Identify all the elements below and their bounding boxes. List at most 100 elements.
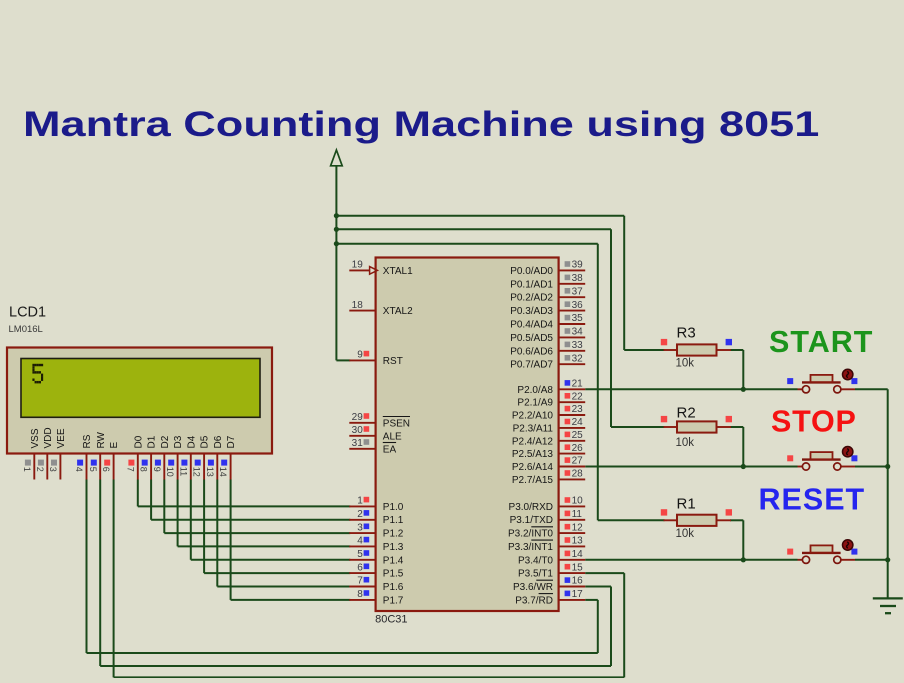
svg-text:P3.0/RXD: P3.0/RXD bbox=[509, 502, 553, 513]
svg-text:P0.3/AD3: P0.3/AD3 bbox=[510, 306, 553, 317]
svg-text:P0.0/AD0: P0.0/AD0 bbox=[510, 266, 553, 277]
svg-text:80C31: 80C31 bbox=[375, 614, 407, 626]
svg-text:VDD: VDD bbox=[43, 427, 54, 448]
svg-text:P0.7/AD7: P0.7/AD7 bbox=[510, 360, 553, 371]
svg-text:2: 2 bbox=[35, 467, 45, 472]
svg-text:10k: 10k bbox=[676, 437, 695, 449]
svg-text:ALE: ALE bbox=[383, 431, 402, 442]
svg-text:24: 24 bbox=[572, 417, 584, 428]
svg-text:P2.6/A14: P2.6/A14 bbox=[512, 462, 554, 473]
svg-text:D4: D4 bbox=[186, 435, 197, 448]
svg-text:9: 9 bbox=[357, 350, 363, 361]
svg-text:D3: D3 bbox=[173, 435, 184, 448]
svg-text:33: 33 bbox=[572, 340, 584, 351]
svg-text:P2.1/A9: P2.1/A9 bbox=[517, 398, 553, 409]
svg-text:START: START bbox=[769, 325, 873, 359]
svg-text:P1.0: P1.0 bbox=[383, 502, 404, 513]
svg-text:23: 23 bbox=[572, 404, 584, 415]
svg-text:P1.7: P1.7 bbox=[383, 595, 404, 606]
svg-text:LCD1: LCD1 bbox=[9, 305, 46, 321]
svg-text:21: 21 bbox=[572, 379, 584, 390]
svg-text:17: 17 bbox=[572, 589, 584, 600]
svg-text:EA: EA bbox=[383, 444, 397, 455]
svg-text:D7: D7 bbox=[226, 435, 237, 448]
svg-text:1: 1 bbox=[357, 496, 363, 507]
svg-text:P3.2/INT0: P3.2/INT0 bbox=[508, 529, 553, 540]
svg-text:12: 12 bbox=[192, 467, 202, 477]
svg-text:P0.6/AD6: P0.6/AD6 bbox=[510, 346, 553, 357]
svg-text:P2.3/A11: P2.3/A11 bbox=[513, 423, 554, 434]
svg-text:4: 4 bbox=[74, 467, 84, 472]
svg-text:P2.2/A10: P2.2/A10 bbox=[512, 411, 554, 422]
svg-text:Mantra Counting Machine using: Mantra Counting Machine using 8051 bbox=[23, 104, 819, 144]
svg-text:31: 31 bbox=[352, 438, 364, 449]
svg-text:P3.5/T1: P3.5/T1 bbox=[518, 569, 553, 580]
svg-text:27: 27 bbox=[572, 456, 584, 467]
svg-text:P0.5/AD5: P0.5/AD5 bbox=[510, 333, 553, 344]
svg-text:LM016L: LM016L bbox=[9, 324, 43, 335]
svg-text:P0.1/AD1: P0.1/AD1 bbox=[510, 279, 553, 290]
svg-text:VEE: VEE bbox=[56, 428, 67, 448]
svg-text:P3.3/INT1: P3.3/INT1 bbox=[508, 542, 553, 553]
svg-text:RW: RW bbox=[96, 431, 107, 448]
svg-text:P1.5: P1.5 bbox=[383, 569, 404, 580]
svg-text:RS: RS bbox=[82, 434, 93, 448]
svg-text:10k: 10k bbox=[676, 358, 695, 370]
svg-text:19: 19 bbox=[352, 260, 364, 271]
svg-text:D6: D6 bbox=[213, 435, 224, 448]
svg-text:RST: RST bbox=[383, 356, 403, 367]
svg-text:10k: 10k bbox=[676, 528, 695, 540]
svg-text:RESET: RESET bbox=[759, 483, 866, 517]
svg-text:9: 9 bbox=[152, 467, 162, 472]
svg-text:P3.1/TXD: P3.1/TXD bbox=[510, 515, 553, 526]
svg-text:15: 15 bbox=[572, 562, 584, 573]
svg-text:XTAL2: XTAL2 bbox=[383, 306, 413, 317]
svg-text:R3: R3 bbox=[677, 325, 696, 342]
svg-text:11: 11 bbox=[572, 509, 583, 520]
svg-text:13: 13 bbox=[572, 536, 584, 547]
svg-text:P1.2: P1.2 bbox=[383, 529, 404, 540]
svg-text:D5: D5 bbox=[200, 435, 211, 448]
svg-text:3: 3 bbox=[48, 467, 58, 472]
svg-text:11: 11 bbox=[178, 467, 188, 476]
svg-text:7: 7 bbox=[125, 467, 135, 472]
svg-text:14: 14 bbox=[218, 467, 228, 477]
svg-text:4: 4 bbox=[357, 536, 363, 547]
svg-text:P2.7/A15: P2.7/A15 bbox=[512, 475, 554, 486]
svg-text:6: 6 bbox=[101, 467, 111, 472]
svg-text:P3.4/T0: P3.4/T0 bbox=[518, 555, 553, 566]
svg-text:10: 10 bbox=[572, 496, 584, 507]
svg-text:14: 14 bbox=[572, 549, 584, 560]
svg-text:6: 6 bbox=[357, 562, 363, 573]
svg-text:29: 29 bbox=[352, 412, 364, 423]
svg-text:5: 5 bbox=[357, 549, 363, 560]
svg-text:VSS: VSS bbox=[30, 428, 41, 448]
svg-text:34: 34 bbox=[572, 327, 584, 338]
svg-text:D1: D1 bbox=[147, 435, 158, 448]
svg-text:26: 26 bbox=[572, 443, 584, 454]
svg-text:8: 8 bbox=[139, 467, 149, 472]
svg-text:39: 39 bbox=[572, 260, 584, 271]
svg-text:5: 5 bbox=[88, 467, 98, 472]
svg-text:37: 37 bbox=[572, 286, 584, 297]
svg-text:30: 30 bbox=[352, 425, 364, 436]
svg-text:18: 18 bbox=[352, 300, 364, 311]
svg-text:E: E bbox=[109, 442, 120, 449]
svg-text:P3.6/WR: P3.6/WR bbox=[513, 582, 553, 593]
svg-text:STOP: STOP bbox=[771, 405, 857, 439]
svg-text:XTAL1: XTAL1 bbox=[383, 266, 413, 277]
svg-text:P2.0/A8: P2.0/A8 bbox=[517, 385, 553, 396]
svg-text:22: 22 bbox=[572, 391, 584, 402]
svg-text:16: 16 bbox=[572, 576, 584, 587]
svg-text:28: 28 bbox=[572, 469, 584, 480]
svg-text:R2: R2 bbox=[677, 405, 696, 422]
svg-text:7: 7 bbox=[357, 576, 363, 587]
svg-text:PSEN: PSEN bbox=[383, 418, 410, 429]
svg-text:10: 10 bbox=[165, 467, 175, 477]
svg-text:P1.3: P1.3 bbox=[383, 542, 404, 553]
svg-text:P1.6: P1.6 bbox=[383, 582, 404, 593]
svg-text:36: 36 bbox=[572, 300, 584, 311]
svg-text:P2.5/A13: P2.5/A13 bbox=[512, 449, 554, 460]
svg-text:13: 13 bbox=[205, 467, 215, 477]
svg-text:P1.1: P1.1 bbox=[383, 515, 404, 526]
